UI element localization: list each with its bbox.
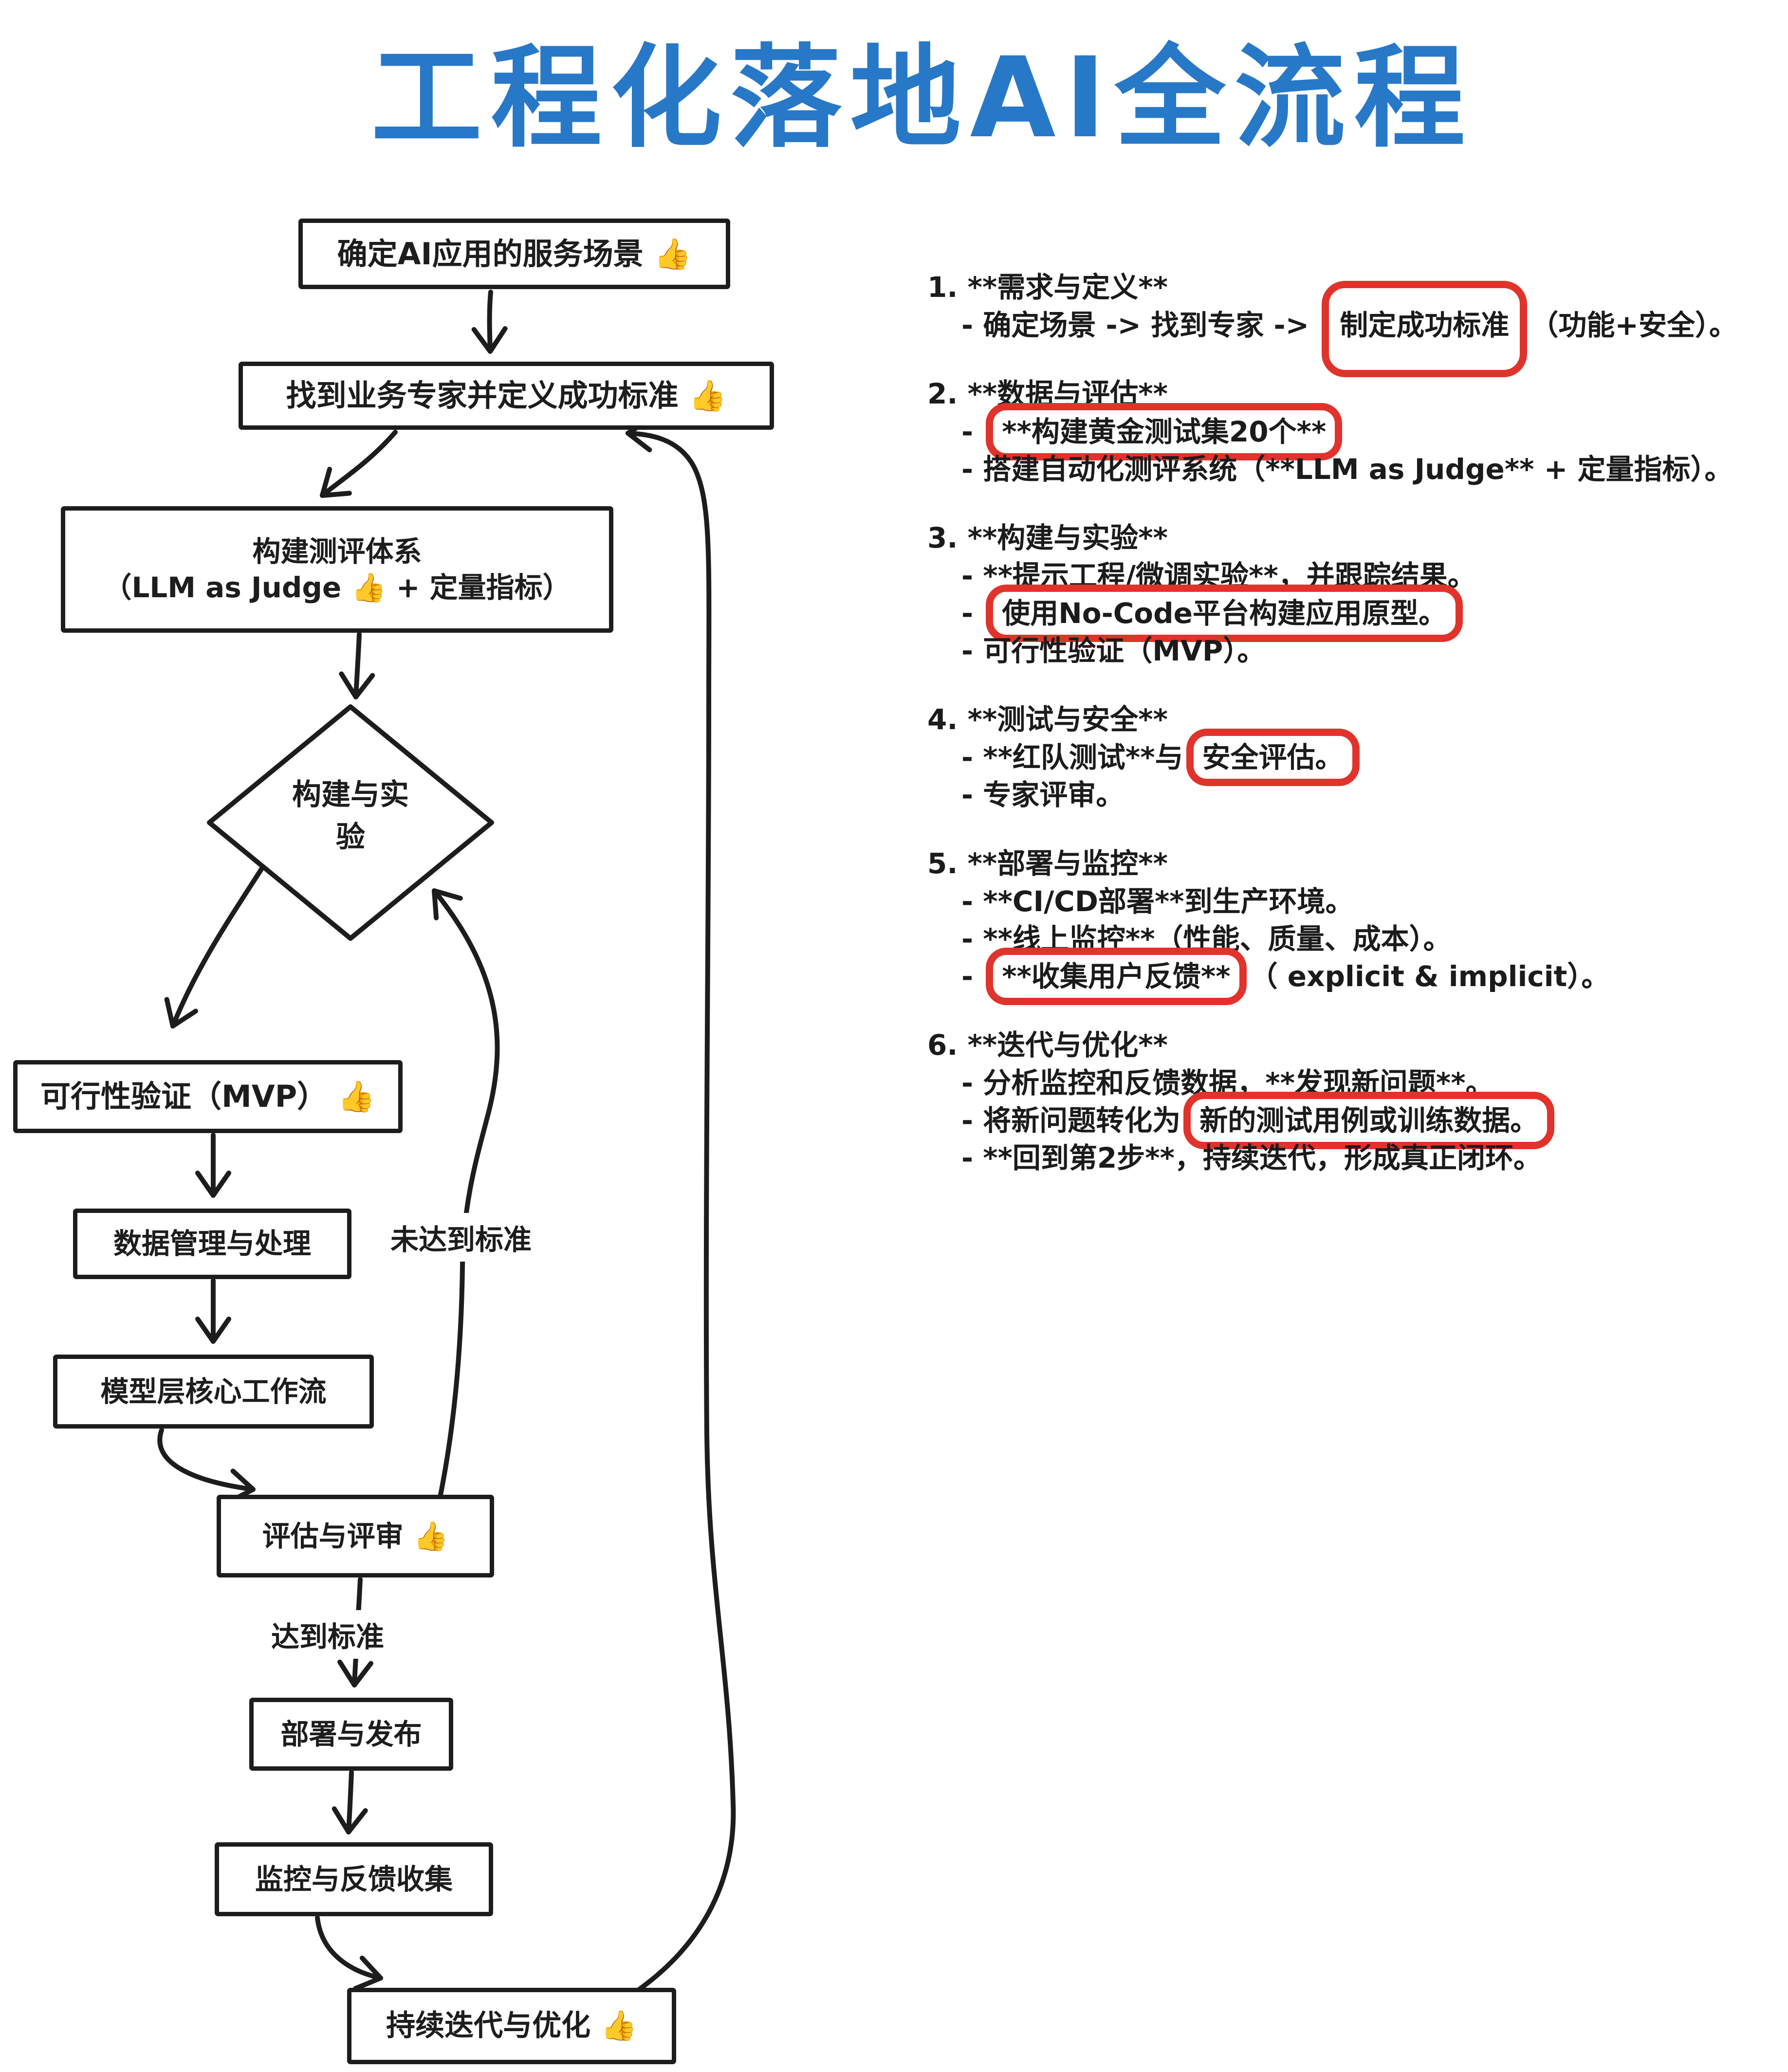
note-text: - 可行性验证（MVP）。 [961,634,1266,667]
note-text: （功能+安全）。 [1530,309,1737,342]
note-heading: 5. **部署与监控** [927,847,1168,880]
note-heading: 1. **需求与定义** [927,271,1168,304]
note-heading: 3. **构建与实验** [927,521,1168,554]
decision-diamond-shape [207,704,494,941]
flow-node-eval-system: 构建测评体系 （LLM as Judge 👍 + 定量指标） [61,506,613,633]
note-heading: 2. **数据与评估** [927,377,1168,410]
flow-node-build-experiment: 构建与实验 [280,774,421,859]
flow-node-expert: 找到业务专家并定义成功标准 👍 [239,362,774,430]
edge-label-fail: 未达到标准 [385,1213,538,1262]
flow-node-label: 评估与评审 👍 [262,1519,449,1553]
note-item: 3. **构建与实验**- **提示工程/微调实验**，并跟踪结果。- 使用No… [927,518,1784,670]
note-heading: 6. **迭代与优化** [927,1028,1168,1062]
red-annotation-box: 制定成功标准 [1322,281,1528,377]
arrow-monitor-to-iterate [315,1915,383,1991]
note-item: 6. **迭代与优化**- 分析监控和反馈数据，**发现新问题**。- 将新问题… [927,1026,1784,1177]
arrow-model-to-review [157,1428,256,1504]
flow-node-deploy: 部署与发布 [249,1698,453,1771]
flow-node-model: 模型层核心工作流 [53,1355,374,1429]
arrow-diamond-to-mvp [164,864,265,1028]
note-line: - **收集用户反馈**（ explicit & implicit）。 [927,948,1784,1005]
flow-node-scene: 确定AI应用的服务场景 👍 [298,219,730,289]
red-annotation-box: 新的测试用例或训练数据。 [1183,1092,1555,1149]
note-text: - **线上监控**（性能、质量、成本）。 [961,922,1452,955]
note-text: - 将新问题转化为 [961,1104,1181,1137]
red-annotation-box: 安全评估。 [1186,729,1360,786]
note-text: - 分析监控和反馈数据，**发现新问题**。 [961,1066,1494,1100]
note-text: - **提示工程/微调实验**，并跟踪结果。 [961,559,1476,592]
note-line: - **CI/CD部署**到生产环境。 [927,883,1784,920]
note-text: - 专家评审。 [961,778,1124,811]
note-line: - 分析监控和反馈数据，**发现新问题**。 [927,1064,1784,1102]
flow-node-label: 可行性验证（MVP） 👍 [40,1079,375,1115]
flow-node-data: 数据管理与处理 [73,1209,351,1279]
note-item: 2. **数据与评估**- **构建黄金测试集20个**- 搭建自动化测评系统（… [927,374,1784,488]
red-annotation-box: 使用No-Code平台构建应用原型。 [986,585,1463,642]
note-text: - 搭建自动化测评系统（**LLM as Judge** + 定量指标）。 [961,453,1733,486]
flow-node-label: 监控与反馈收集 [255,1862,453,1896]
flow-node-monitor: 监控与反馈收集 [215,1842,493,1916]
note-line: - **线上监控**（性能、质量、成本）。 [927,920,1784,958]
note-line: - 将新问题转化为新的测试用例或训练数据。 [927,1092,1784,1149]
note-text: - **CI/CD部署**到生产环境。 [961,885,1354,918]
page-title: 工程化落地AI全流程 [371,33,1474,163]
note-line: - 专家评审。 [927,776,1784,814]
flow-node-label: 找到业务专家并定义成功标准 👍 [286,378,727,414]
note-text: （ explicit & implicit）。 [1249,960,1610,993]
flow-node-label: 部署与发布 [280,1717,422,1751]
flow-node-review: 评估与评审 👍 [217,1495,494,1577]
arrow-loop-iterate-to-expert [626,416,736,1992]
note-text: - [961,415,983,448]
notes-column: 1. **需求与定义**- 确定场景 -> 找到专家 -> 制定成功标准（功能+… [927,268,1784,1207]
note-text: - [961,960,983,993]
note-text: - **红队测试**与 [961,741,1183,774]
note-heading: 4. **测试与安全** [927,703,1168,736]
arrow-feedback-review-to-diamond [432,888,500,1497]
note-item: 4. **测试与安全**- **红队测试**与安全评估。- 专家评审。 [927,700,1784,814]
note-text: - 确定场景 -> 找到专家 -> [961,309,1319,342]
flow-node-sublabel: （LLM as Judge 👍 + 定量指标） [103,571,571,604]
note-line: - **红队测试**与安全评估。 [927,729,1784,786]
note-line: - 使用No-Code平台构建应用原型。 [927,585,1784,642]
arrow-deploy-to-monitor [332,1770,368,1834]
red-annotation-box: **收集用户反馈** [986,948,1247,1005]
flow-node-label: 持续迭代与优化 👍 [386,2009,637,2043]
note-line: - 搭建自动化测评系统（**LLM as Judge** + 定量指标）。 [927,451,1784,488]
edge-label-pass: 达到标准 [265,1610,390,1659]
flow-node-iterate: 持续迭代与优化 👍 [347,1988,676,2064]
note-item: 5. **部署与监控** - **CI/CD部署**到生产环境。 - **线上监控*… [927,844,1784,1005]
note-line: - 可行性验证（MVP）。 [927,632,1784,670]
note-text: - **回到第2步**，持续迭代，形成真正闭环。 [961,1141,1542,1174]
note-line: - **回到第2步**，持续迭代，形成真正闭环。 [927,1139,1784,1177]
arrow-eval-to-diamond [339,632,375,699]
flow-node-label: 数据管理与处理 [113,1227,311,1261]
note-line: - **构建黄金测试集20个** [927,403,1784,460]
arrow-expert-to-eval [320,430,398,498]
flow-node-label: 构建与实验 [292,778,409,854]
flow-node-label: 确定AI应用的服务场景 👍 [337,236,692,272]
note-item: 1. **需求与定义**- 确定场景 -> 找到专家 -> 制定成功标准（功能+… [927,268,1784,377]
arrow-scene-to-expert [471,290,508,354]
note-line: - 确定场景 -> 找到专家 -> 制定成功标准（功能+安全）。 [927,281,1784,377]
flow-node-label: 构建测评体系 [252,534,422,568]
flow-node-mvp: 可行性验证（MVP） 👍 [13,1060,403,1133]
red-annotation-box: **构建黄金测试集20个** [986,403,1343,460]
flow-node-label: 模型层核心工作流 [100,1375,327,1408]
note-text: - [961,597,983,630]
note-line: - **提示工程/微调实验**，并跟踪结果。 [927,557,1784,595]
